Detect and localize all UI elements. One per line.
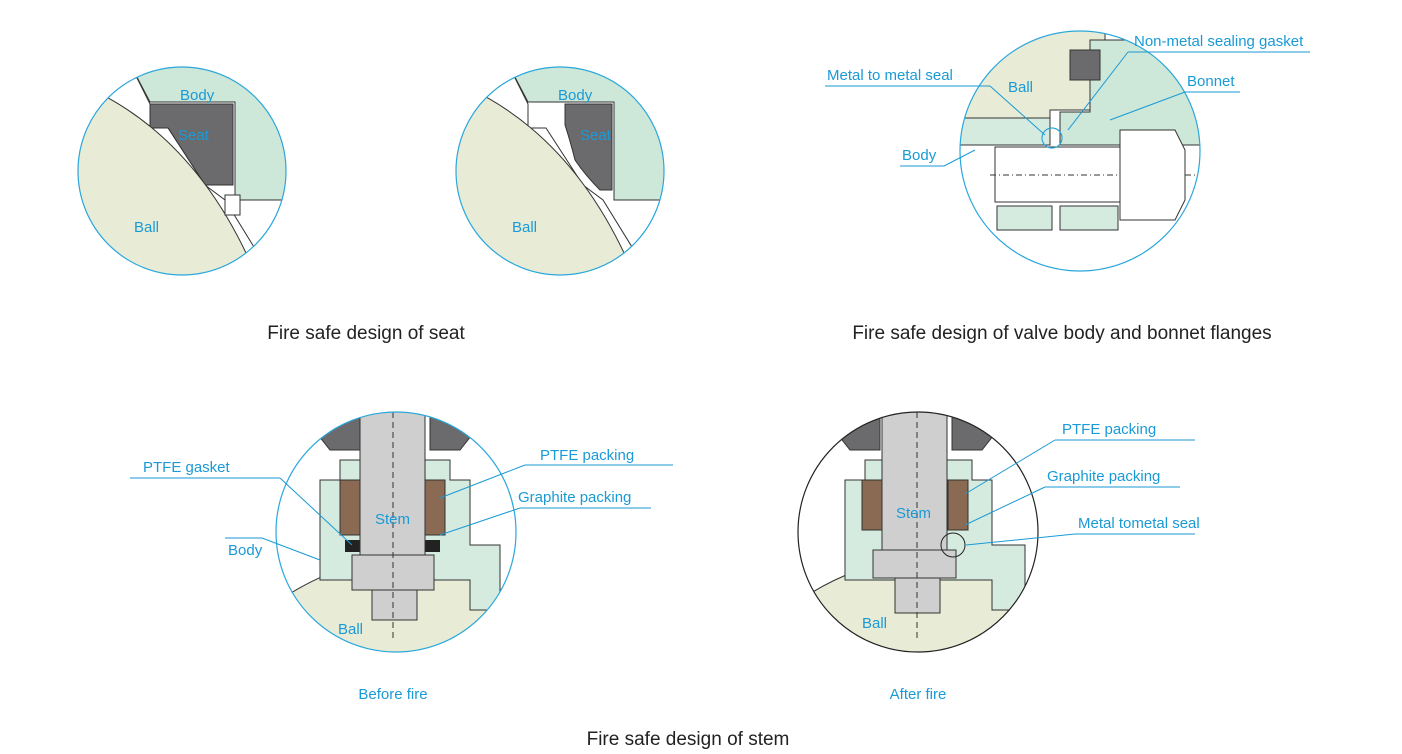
label-ptfe-packing: PTFE packing — [1062, 421, 1156, 438]
caption-flanges: Fire safe design of valve body and bonne… — [852, 323, 1271, 344]
label-ball: Ball — [1008, 79, 1033, 96]
label-non-metal-gasket: Non-metal sealing gasket — [1134, 33, 1304, 50]
label-body: Body — [558, 87, 593, 104]
label-seat: Seat — [178, 127, 210, 144]
label-body: Body — [902, 147, 937, 164]
caption-seat: Fire safe design of seat — [267, 323, 465, 344]
label-ball: Ball — [134, 219, 159, 236]
label-ptfe-gasket: PTFE gasket — [143, 459, 231, 476]
flange-view: Non-metal sealing gasket Metal to metal … — [825, 30, 1310, 272]
caption-before-fire: Before fire — [358, 686, 427, 703]
stem-after-view: PTFE packing Graphite packing Metal tome… — [797, 411, 1200, 653]
label-bonnet: Bonnet — [1187, 73, 1235, 90]
label-graphite-packing: Graphite packing — [1047, 468, 1160, 485]
label-metal-seal: Metal tometal seal — [1078, 515, 1200, 532]
label-seat: Seat — [580, 127, 612, 144]
seat-before-view: Body Seat Ball — [77, 66, 287, 276]
label-ball: Ball — [862, 615, 887, 632]
label-graphite-packing: Graphite packing — [518, 489, 631, 506]
caption-stem: Fire safe design of stem — [587, 729, 790, 750]
label-body: Body — [228, 542, 263, 559]
label-ball: Ball — [512, 219, 537, 236]
label-ptfe-packing: PTFE packing — [540, 447, 634, 464]
label-stem: Stem — [896, 505, 931, 522]
label-stem: Stem — [375, 511, 410, 528]
stem-before-view: PTFE gasket PTFE packing Graphite packin… — [130, 411, 673, 653]
label-metal-seal: Metal to metal seal — [827, 67, 953, 84]
caption-after-fire: After fire — [890, 686, 947, 703]
label-ball: Ball — [338, 621, 363, 638]
label-body: Body — [180, 87, 215, 104]
seat-after-view: Body Seat Ball — [455, 66, 665, 276]
